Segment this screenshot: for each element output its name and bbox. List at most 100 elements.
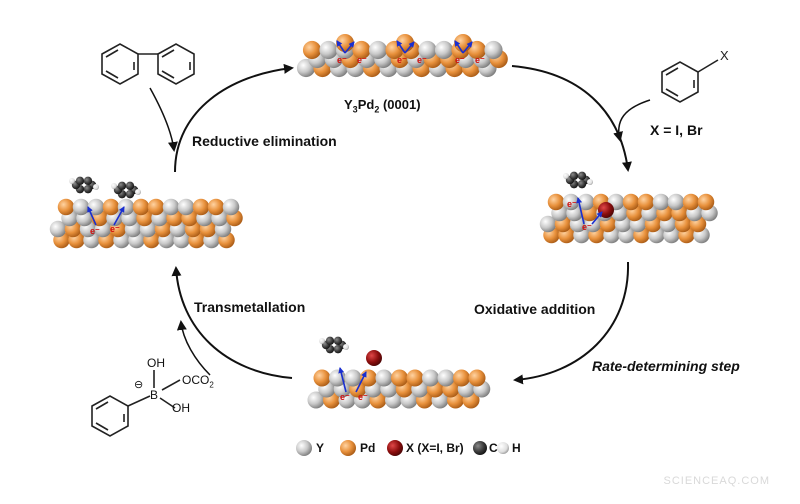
carbon-atom bbox=[83, 184, 93, 194]
pd-atom bbox=[547, 193, 565, 211]
reductive-elimination-label: Reductive elimination bbox=[192, 133, 337, 149]
boronate-structure bbox=[91, 370, 181, 437]
halide-atom bbox=[366, 350, 382, 366]
electron-label: e⁻ bbox=[455, 55, 465, 65]
carbon-atom bbox=[75, 176, 85, 186]
electron-label: e⁻ bbox=[90, 226, 100, 236]
electron-label: e⁻ bbox=[340, 392, 350, 402]
electron-label: e⁻ bbox=[397, 55, 407, 65]
rate-determining-step-label: Rate-determining step bbox=[592, 358, 740, 374]
hydrogen-atom bbox=[135, 189, 141, 195]
legend-y-swatch bbox=[296, 440, 312, 456]
pd-atom bbox=[622, 193, 640, 211]
biphenyl-structure bbox=[101, 43, 195, 85]
transmetallation-slab bbox=[307, 369, 491, 409]
legend-h-swatch bbox=[497, 442, 509, 454]
electron-label: e⁻ bbox=[337, 55, 347, 65]
legend-y-label: Y bbox=[316, 441, 325, 455]
halide-atom bbox=[598, 202, 614, 218]
watermark: SCIENCEAQ.COM bbox=[663, 475, 770, 487]
pd-atom bbox=[102, 198, 120, 216]
boronate-oh-top: OH bbox=[147, 356, 165, 370]
legend-c-label: C bbox=[489, 441, 498, 455]
electron-arrow bbox=[454, 40, 464, 54]
carbon-atom bbox=[577, 179, 587, 189]
pd-atom bbox=[132, 198, 150, 216]
pd-atom bbox=[207, 198, 225, 216]
hydrogen-atom bbox=[587, 179, 593, 185]
pd-atom bbox=[697, 193, 715, 211]
y-atom bbox=[539, 215, 557, 233]
electron-label: e⁻ bbox=[417, 55, 427, 65]
pd-atom bbox=[313, 369, 331, 387]
y-atom bbox=[72, 198, 90, 216]
carbon-atom bbox=[333, 336, 343, 346]
carbon-atom bbox=[569, 171, 579, 181]
electron-label: e⁻ bbox=[475, 55, 485, 65]
halide-condition-label: X = I, Br bbox=[650, 122, 703, 138]
legend-pd-label: Pd bbox=[360, 441, 376, 455]
oxidative-addition-slab bbox=[539, 193, 718, 244]
y-atom bbox=[484, 40, 503, 60]
y-atom bbox=[562, 193, 580, 211]
pd-atom bbox=[390, 369, 409, 387]
surface-label: Y3Pd2 (0001) bbox=[344, 97, 421, 115]
y-atom bbox=[652, 193, 670, 211]
y-atom bbox=[375, 369, 393, 387]
pd-atom bbox=[468, 369, 486, 387]
pd-atom bbox=[352, 40, 371, 60]
electron-arrow bbox=[591, 211, 603, 225]
carbon-atom bbox=[325, 336, 335, 346]
pd-atom bbox=[452, 369, 471, 387]
legend-swatches bbox=[296, 440, 509, 456]
electron-label: e⁻ bbox=[567, 199, 577, 209]
hydrogen-atom bbox=[69, 178, 75, 184]
electron-label: e⁻ bbox=[110, 224, 120, 234]
boronate-oh-bottom: OH bbox=[172, 401, 190, 415]
y-atom bbox=[418, 40, 437, 60]
aryl-halide-structure bbox=[661, 59, 719, 103]
arrow-halide-in bbox=[613, 99, 651, 142]
y-atom bbox=[177, 198, 195, 216]
electron-arrow bbox=[87, 206, 97, 226]
y-atom bbox=[344, 369, 362, 387]
electron-arrow bbox=[338, 367, 347, 393]
substituent-x-label: X bbox=[720, 48, 729, 63]
y-atom bbox=[667, 193, 685, 211]
electron-arrow bbox=[113, 206, 125, 226]
arrow-biphenyl-out bbox=[149, 87, 178, 152]
y-atom bbox=[421, 369, 440, 387]
pd-atom bbox=[192, 198, 210, 216]
pd-atom bbox=[406, 369, 424, 387]
electron-arrow bbox=[404, 41, 415, 54]
electron-label: e⁻ bbox=[357, 55, 367, 65]
pd-atom bbox=[57, 198, 75, 216]
carbon-atom bbox=[125, 189, 135, 199]
carbon-atom bbox=[83, 176, 93, 186]
hydrogen-atom bbox=[563, 173, 569, 179]
reductive-elimination-slab bbox=[49, 198, 243, 249]
arrow-to-transmetallation bbox=[171, 266, 293, 379]
hydrogen-atom bbox=[343, 344, 349, 350]
oxidative-addition-label: Oxidative addition bbox=[474, 301, 596, 317]
legend-h-label: H bbox=[512, 441, 521, 455]
pd-atom bbox=[147, 198, 165, 216]
electron-arrow bbox=[462, 41, 473, 54]
y-atom bbox=[222, 198, 240, 216]
y-atom bbox=[368, 40, 388, 60]
y-atom bbox=[319, 40, 338, 60]
electron-arrow bbox=[576, 197, 585, 225]
arrow-to-surface bbox=[174, 63, 294, 173]
legend-c-swatch bbox=[473, 441, 487, 455]
pd-atom bbox=[682, 193, 700, 211]
y-atom bbox=[49, 220, 67, 238]
y-atom bbox=[162, 198, 180, 216]
electron-arrow bbox=[336, 40, 346, 54]
legend-x-label: X (X=I, Br) bbox=[406, 441, 464, 455]
electron-arrow bbox=[355, 371, 367, 393]
y-atom bbox=[437, 369, 455, 387]
boronate-charge: ⊖ bbox=[134, 379, 144, 391]
arrow-to-rds-state bbox=[513, 261, 630, 385]
y-atom bbox=[434, 40, 454, 60]
